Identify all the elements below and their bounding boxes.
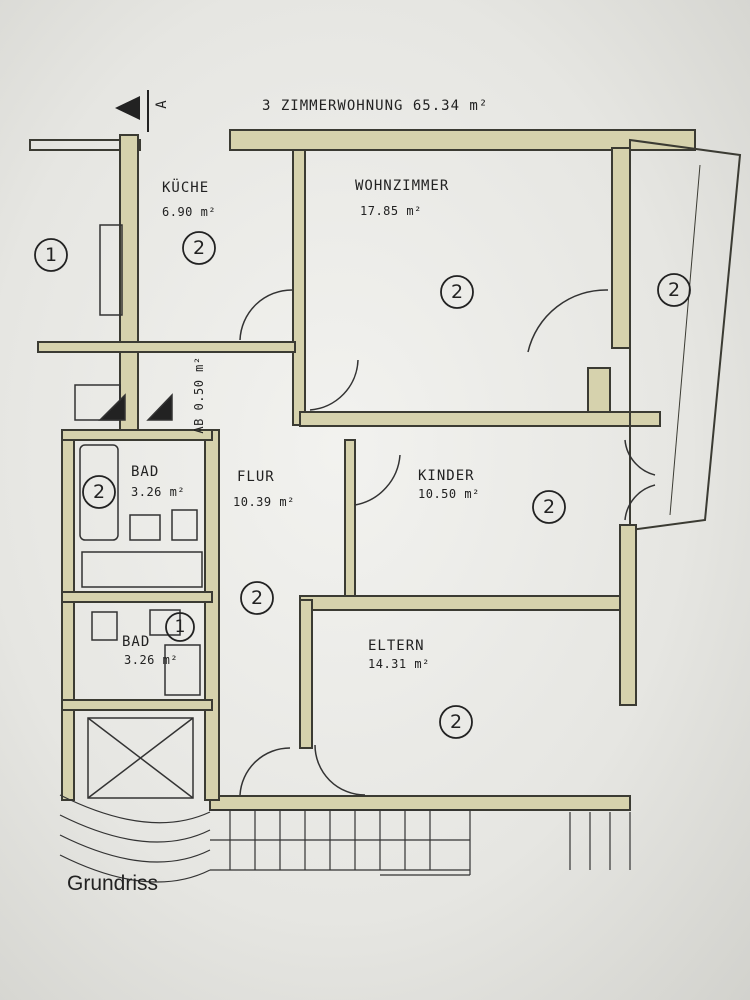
zone-circle-bad2	[165, 612, 195, 642]
room-name-kueche: KÜCHE	[162, 178, 209, 196]
toilet	[171, 509, 198, 541]
zone-circle-bad1	[82, 475, 116, 509]
fixtures	[74, 224, 203, 799]
wall-wohn-bottom	[299, 411, 661, 427]
zone-balkon: 2	[668, 279, 680, 301]
door-balkon	[527, 289, 609, 353]
wall-top	[229, 129, 696, 151]
room-name-eltern: ELTERN	[368, 638, 425, 654]
zone-eltern: 2	[450, 711, 462, 733]
door-kinder	[354, 454, 401, 506]
zone-bad2: 1	[175, 617, 186, 637]
wall-bath-left	[61, 429, 75, 801]
kitchen-counter	[99, 224, 123, 316]
zone-flur: 2	[251, 587, 263, 609]
wall-eltern-left	[299, 599, 313, 749]
room-area-bad1: 3.26 m²	[131, 485, 185, 499]
wall-wohn-right	[611, 147, 631, 349]
room-name-wohnzimmer: WOHNZIMMER	[355, 178, 449, 194]
zone-outside: 1	[45, 244, 57, 266]
vent-2	[146, 393, 173, 421]
zone-circle-outside	[34, 238, 68, 272]
wall-flur-left	[204, 429, 220, 801]
door-balkon-2a	[624, 439, 656, 476]
zone-bad1: 2	[93, 481, 105, 503]
zone-kinder: 2	[543, 496, 555, 518]
door-balkon-2b	[624, 484, 656, 521]
wall-kueche-bottom	[37, 341, 296, 353]
sink	[129, 514, 161, 541]
section-arrow-icon	[115, 96, 140, 120]
wall-bath-top	[61, 429, 213, 441]
zone-circle-kueche	[182, 231, 216, 265]
balkon-rail	[669, 164, 701, 516]
wall-right	[619, 524, 637, 706]
sink-2	[91, 611, 118, 641]
room-name-kinder: KINDER	[418, 468, 475, 484]
room-name-bad2: BAD	[122, 634, 150, 650]
wall-kinder-left	[344, 439, 356, 601]
note-vertical: AB 0.50 m²	[192, 356, 206, 433]
balkon-outline	[629, 138, 742, 532]
door-entry	[239, 747, 291, 796]
caption: Grundriss	[67, 872, 159, 895]
shower	[164, 644, 201, 696]
wall-bottom	[209, 795, 631, 811]
zone-circle-flur	[240, 581, 274, 615]
plan-title: 3 ZIMMERWOHNUNG 65.34 m²	[262, 98, 488, 114]
paving	[59, 794, 631, 883]
room-area-bad2: 3.26 m²	[124, 653, 178, 667]
wall-bath-mid	[61, 591, 213, 603]
wall-kinder-eltern	[299, 595, 631, 611]
door-eltern	[314, 744, 366, 796]
bathtub	[79, 444, 119, 541]
section-marker: A	[154, 99, 170, 108]
room-area-kueche: 6.90 m²	[162, 205, 216, 219]
shaft-cross-2	[87, 717, 194, 799]
radiator	[81, 551, 203, 588]
door-wohn	[309, 359, 359, 411]
doors	[239, 289, 656, 796]
room-name-bad1: BAD	[131, 464, 159, 480]
wall-bath-low	[61, 699, 213, 711]
zone-circle-wohnzimmer	[440, 275, 474, 309]
wall-top-left	[29, 139, 141, 151]
room-area-kinder: 10.50 m²	[418, 487, 480, 501]
room-area-wohnzimmer: 17.85 m²	[360, 204, 422, 218]
zone-wohnzimmer: 2	[451, 281, 463, 303]
walls	[29, 129, 742, 811]
zone-circle-eltern	[439, 705, 473, 739]
zone-kueche: 2	[193, 237, 205, 259]
toilet-2	[149, 609, 181, 636]
vent-1	[98, 393, 126, 421]
zone-circle-balkon	[657, 273, 691, 307]
door-kueche	[239, 289, 293, 341]
zone-circle-kinder	[532, 490, 566, 524]
wall-kueche-wohn	[292, 149, 306, 426]
room-area-eltern: 14.31 m²	[368, 657, 430, 671]
shaft-box	[87, 717, 194, 799]
room-name-flur: FLUR	[237, 469, 275, 485]
room-area-flur: 10.39 m²	[233, 495, 295, 509]
